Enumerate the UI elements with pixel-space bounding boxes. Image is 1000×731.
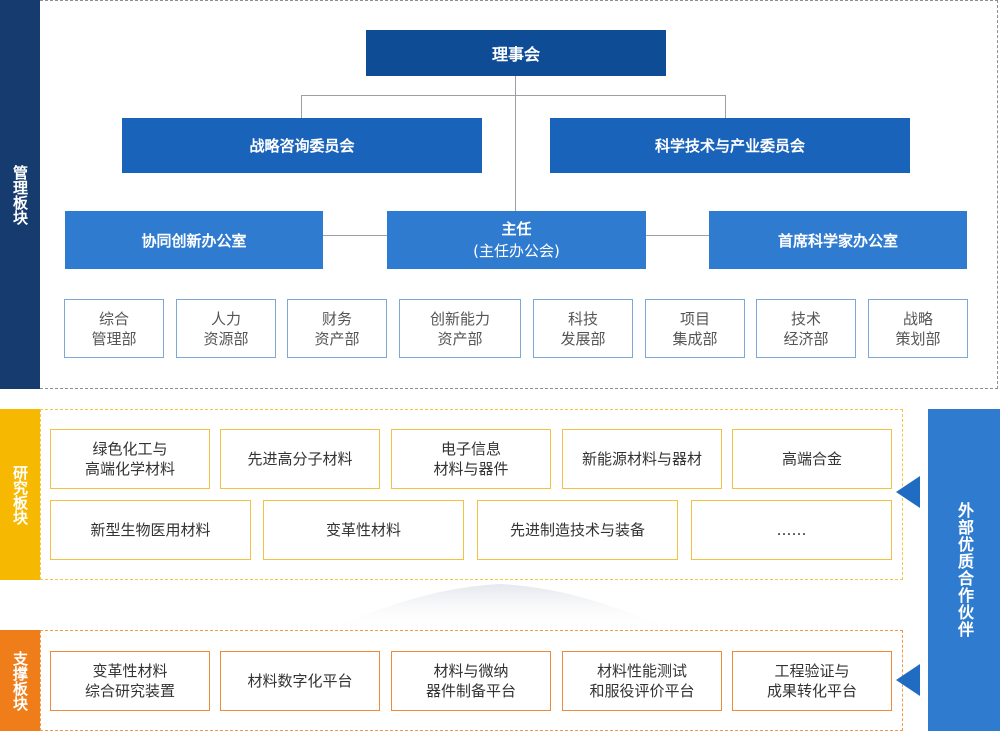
research-field-box-more: …… [691,500,892,560]
support-platform-box: 材料数字化平台 [220,651,380,711]
research-section-label: 研究板块 [0,409,40,580]
support-platform-box: 变革性材料综合研究装置 [50,651,210,711]
support-section-label: 支撑板块 [0,630,40,731]
connector-office-left [323,235,387,236]
department-box: 技术经济部 [756,299,856,358]
research-field-box: 绿色化工与高端化学材料 [50,429,210,489]
department-box: 科技发展部 [533,299,633,358]
fan-connector-shape [330,584,670,630]
strategy-committee-box: 战略咨询委员会 [122,118,482,173]
connector-committee-left [301,95,302,119]
board-box: 理事会 [366,30,666,76]
management-zone [40,0,998,389]
research-field-box: 先进制造技术与装备 [477,500,678,560]
connector-committee-right [725,95,726,119]
management-section-label: 管理板块 [0,0,40,389]
connector-board-trunk [515,76,516,211]
arrow-left-icon [896,664,920,696]
support-platform-box: 工程验证与成果转化平台 [732,651,892,711]
support-platform-box: 材料与微纳器件制备平台 [391,651,551,711]
support-platform-box: 材料性能测试和服役评价平台 [562,651,722,711]
research-field-box: 新型生物医用材料 [50,500,251,560]
director-box: 主任 (主任办公会) [387,211,646,269]
research-field-box: 新能源材料与器材 [562,429,722,489]
chief-scientist-office-box: 首席科学家办公室 [709,211,967,269]
research-field-box: 电子信息材料与器件 [391,429,551,489]
department-box: 人力资源部 [176,299,276,358]
innovation-office-box: 协同创新办公室 [65,211,323,269]
connector-office-right [646,235,709,236]
department-box: 财务资产部 [287,299,387,358]
science-industry-committee-box: 科学技术与产业委员会 [550,118,910,173]
department-box: 创新能力资产部 [399,299,521,358]
research-field-box: 变革性材料 [263,500,464,560]
department-box: 战略策划部 [868,299,968,358]
arrow-left-icon [896,476,920,508]
research-field-box: 先进高分子材料 [220,429,380,489]
external-partners-panel: 外部优质合作伙伴 [928,409,1000,731]
department-box: 综合管理部 [64,299,164,358]
connector-committee-bar [301,95,726,96]
department-box: 项目集成部 [645,299,745,358]
research-field-box: 高端合金 [732,429,892,489]
